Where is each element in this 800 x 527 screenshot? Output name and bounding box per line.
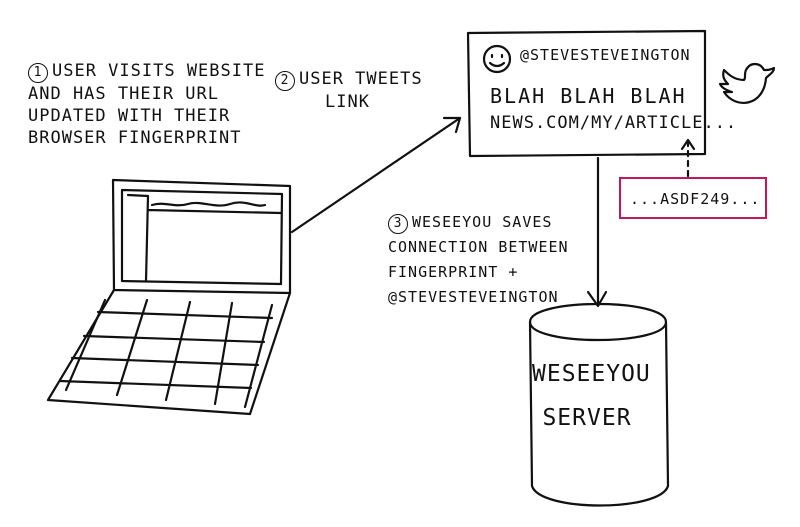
step-3-line-4: @STEVESTEVEINGTON (388, 288, 559, 306)
step-3-number: 3 (388, 214, 408, 234)
arrow-tweet-to-server-head (586, 290, 608, 308)
step-3-line-2: CONNECTION BETWEEN (388, 238, 569, 256)
tweet-handle: @STEVESTEVEINGTON (520, 46, 691, 64)
step-1-line-1: USER VISITS WEBSITE (52, 61, 266, 81)
step-2-number: 2 (275, 71, 295, 91)
step-1-line-2: AND HAS THEIR URL (28, 84, 219, 104)
arrow-laptop-to-tweet (290, 116, 462, 234)
laptop-browser-chrome (126, 193, 283, 283)
server-label-line-2: SERVER (542, 405, 632, 431)
database-cylinder-icon (528, 302, 670, 507)
step-3-line-1: WESEEYOU SAVES (412, 213, 553, 231)
step-3-line-3: FINGERPRINT + (388, 263, 519, 281)
smiley-avatar-icon (482, 44, 512, 74)
fingerprint-box-border (619, 177, 767, 219)
laptop-screen-frame (111, 178, 292, 295)
tweet-link: NEWS.COM/MY/ARTICLE... (490, 113, 738, 133)
laptop-base (46, 288, 292, 416)
step-2-line-1: USER TWEETS (299, 69, 423, 89)
server-label: WESEEYOU SERVER (532, 352, 651, 440)
step-1-number: 1 (28, 63, 48, 83)
step-1-line-3: UPDATED WITH THEIR (28, 106, 231, 126)
laptop-keyboard-grid (58, 298, 274, 409)
laptop-icon (46, 178, 292, 416)
tweet-card-border (466, 29, 707, 158)
server-label-line-1: WESEEYOU (532, 361, 651, 387)
fingerprint-code: ...ASDF249... (630, 190, 761, 208)
laptop-screen-inner (120, 188, 284, 286)
tweet-body: BLAH BLAH BLAH (490, 84, 687, 108)
twitter-bird-icon (718, 62, 776, 104)
laptop-url-scribble (150, 201, 267, 207)
step-1-line-4: BROWSER FINGERPRINT (28, 128, 242, 148)
dashed-arrow-head (680, 138, 696, 151)
arrow-laptop-to-tweet-head (442, 116, 462, 134)
step-2-line-2: LINK (325, 92, 370, 112)
